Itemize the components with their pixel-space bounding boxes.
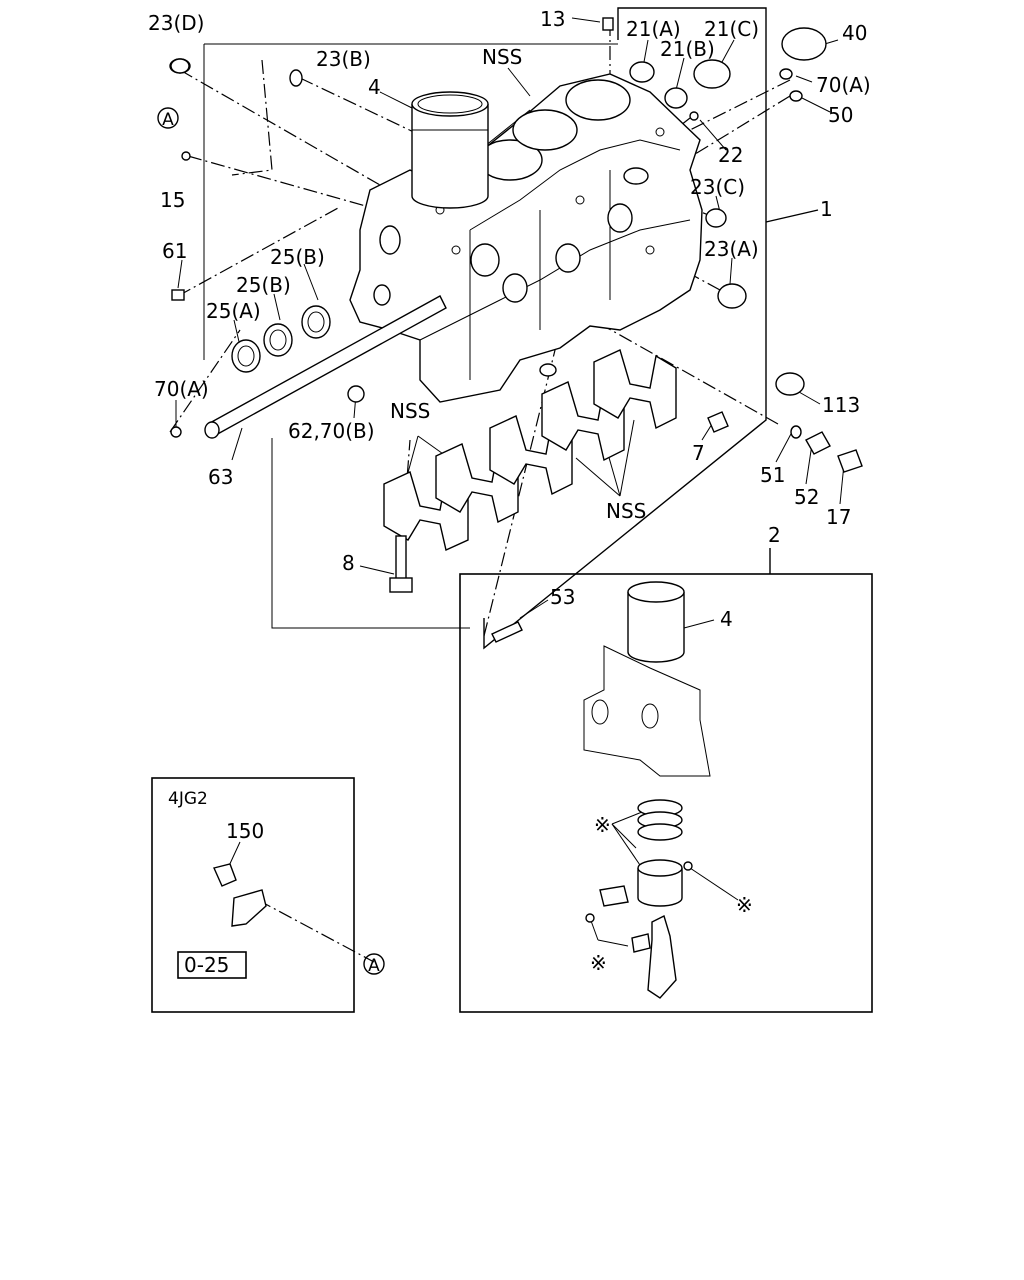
label-2: 2: [768, 523, 781, 547]
cylinder-liner: [411, 91, 489, 209]
label-70a-left: 70(A): [154, 377, 209, 401]
label-4-inset: 4: [720, 607, 733, 631]
asterisk-rings: ※: [594, 813, 611, 837]
oil-pipe: [170, 295, 447, 439]
label-113: 113: [822, 393, 860, 417]
callout-a-bottom-icon: A: [363, 953, 385, 976]
label-63: 63: [208, 465, 233, 489]
label-25a: 25(A): [206, 299, 261, 323]
asterisk-pin: ※: [590, 951, 607, 975]
label-15: 15: [160, 188, 185, 212]
label-nss-caps: NSS: [606, 499, 646, 523]
label-4jg2: 4JG2: [168, 789, 208, 809]
asterisk-clip: ※: [736, 893, 753, 917]
camshaft-bushings: [231, 305, 331, 373]
label-25b-lower: 25(B): [236, 273, 291, 297]
bearing-caps: [383, 349, 677, 551]
label-13: 13: [540, 7, 565, 31]
callout-a-bottom-letter: A: [368, 956, 380, 976]
label-51: 51: [760, 463, 785, 487]
bracket-4jg2: [213, 863, 267, 927]
label-4: 4: [368, 75, 381, 99]
label-40: 40: [842, 21, 867, 45]
label-7: 7: [692, 441, 705, 465]
label-23d: 23(D): [148, 11, 204, 35]
part-labels: 23(D) 23(B) 4 13 NSS 21(A) 21(C) 21(B) 4…: [148, 7, 871, 977]
label-23c: 23(C): [690, 175, 745, 199]
piston-kit: [583, 581, 711, 999]
label-53: 53: [550, 585, 575, 609]
label-17: 17: [826, 505, 851, 529]
label-61: 61: [162, 239, 187, 263]
label-23b: 23(B): [316, 47, 371, 71]
label-23a: 23(A): [704, 237, 759, 261]
label-50: 50: [828, 103, 853, 127]
label-150: 150: [226, 819, 264, 843]
label-0-25: 0-25: [184, 953, 229, 977]
callout-a-top-letter: A: [162, 110, 174, 130]
cylinder-block: [349, 73, 703, 403]
label-52: 52: [794, 485, 819, 509]
label-62-70b: 62,70(B): [288, 419, 375, 443]
label-1: 1: [820, 197, 833, 221]
variant-4jg2-box: [151, 777, 355, 1013]
label-nss-top: NSS: [482, 45, 522, 69]
label-21b: 21(B): [660, 37, 715, 61]
piston-kit-box: [459, 573, 873, 1013]
top-hardware: [169, 17, 827, 309]
label-70a-top: 70(A): [816, 73, 871, 97]
label-nss-mid: NSS: [390, 399, 430, 423]
label-21c: 21(C): [704, 17, 759, 41]
label-21a: 21(A): [626, 17, 681, 41]
group-frames: [151, 7, 873, 1013]
ref-0-25-box: [177, 951, 247, 979]
label-25b-upper: 25(B): [270, 245, 325, 269]
fasteners: [389, 372, 863, 643]
label-22: 22: [718, 143, 743, 167]
callout-a-top-icon: A: [157, 107, 179, 130]
label-8: 8: [342, 551, 355, 575]
